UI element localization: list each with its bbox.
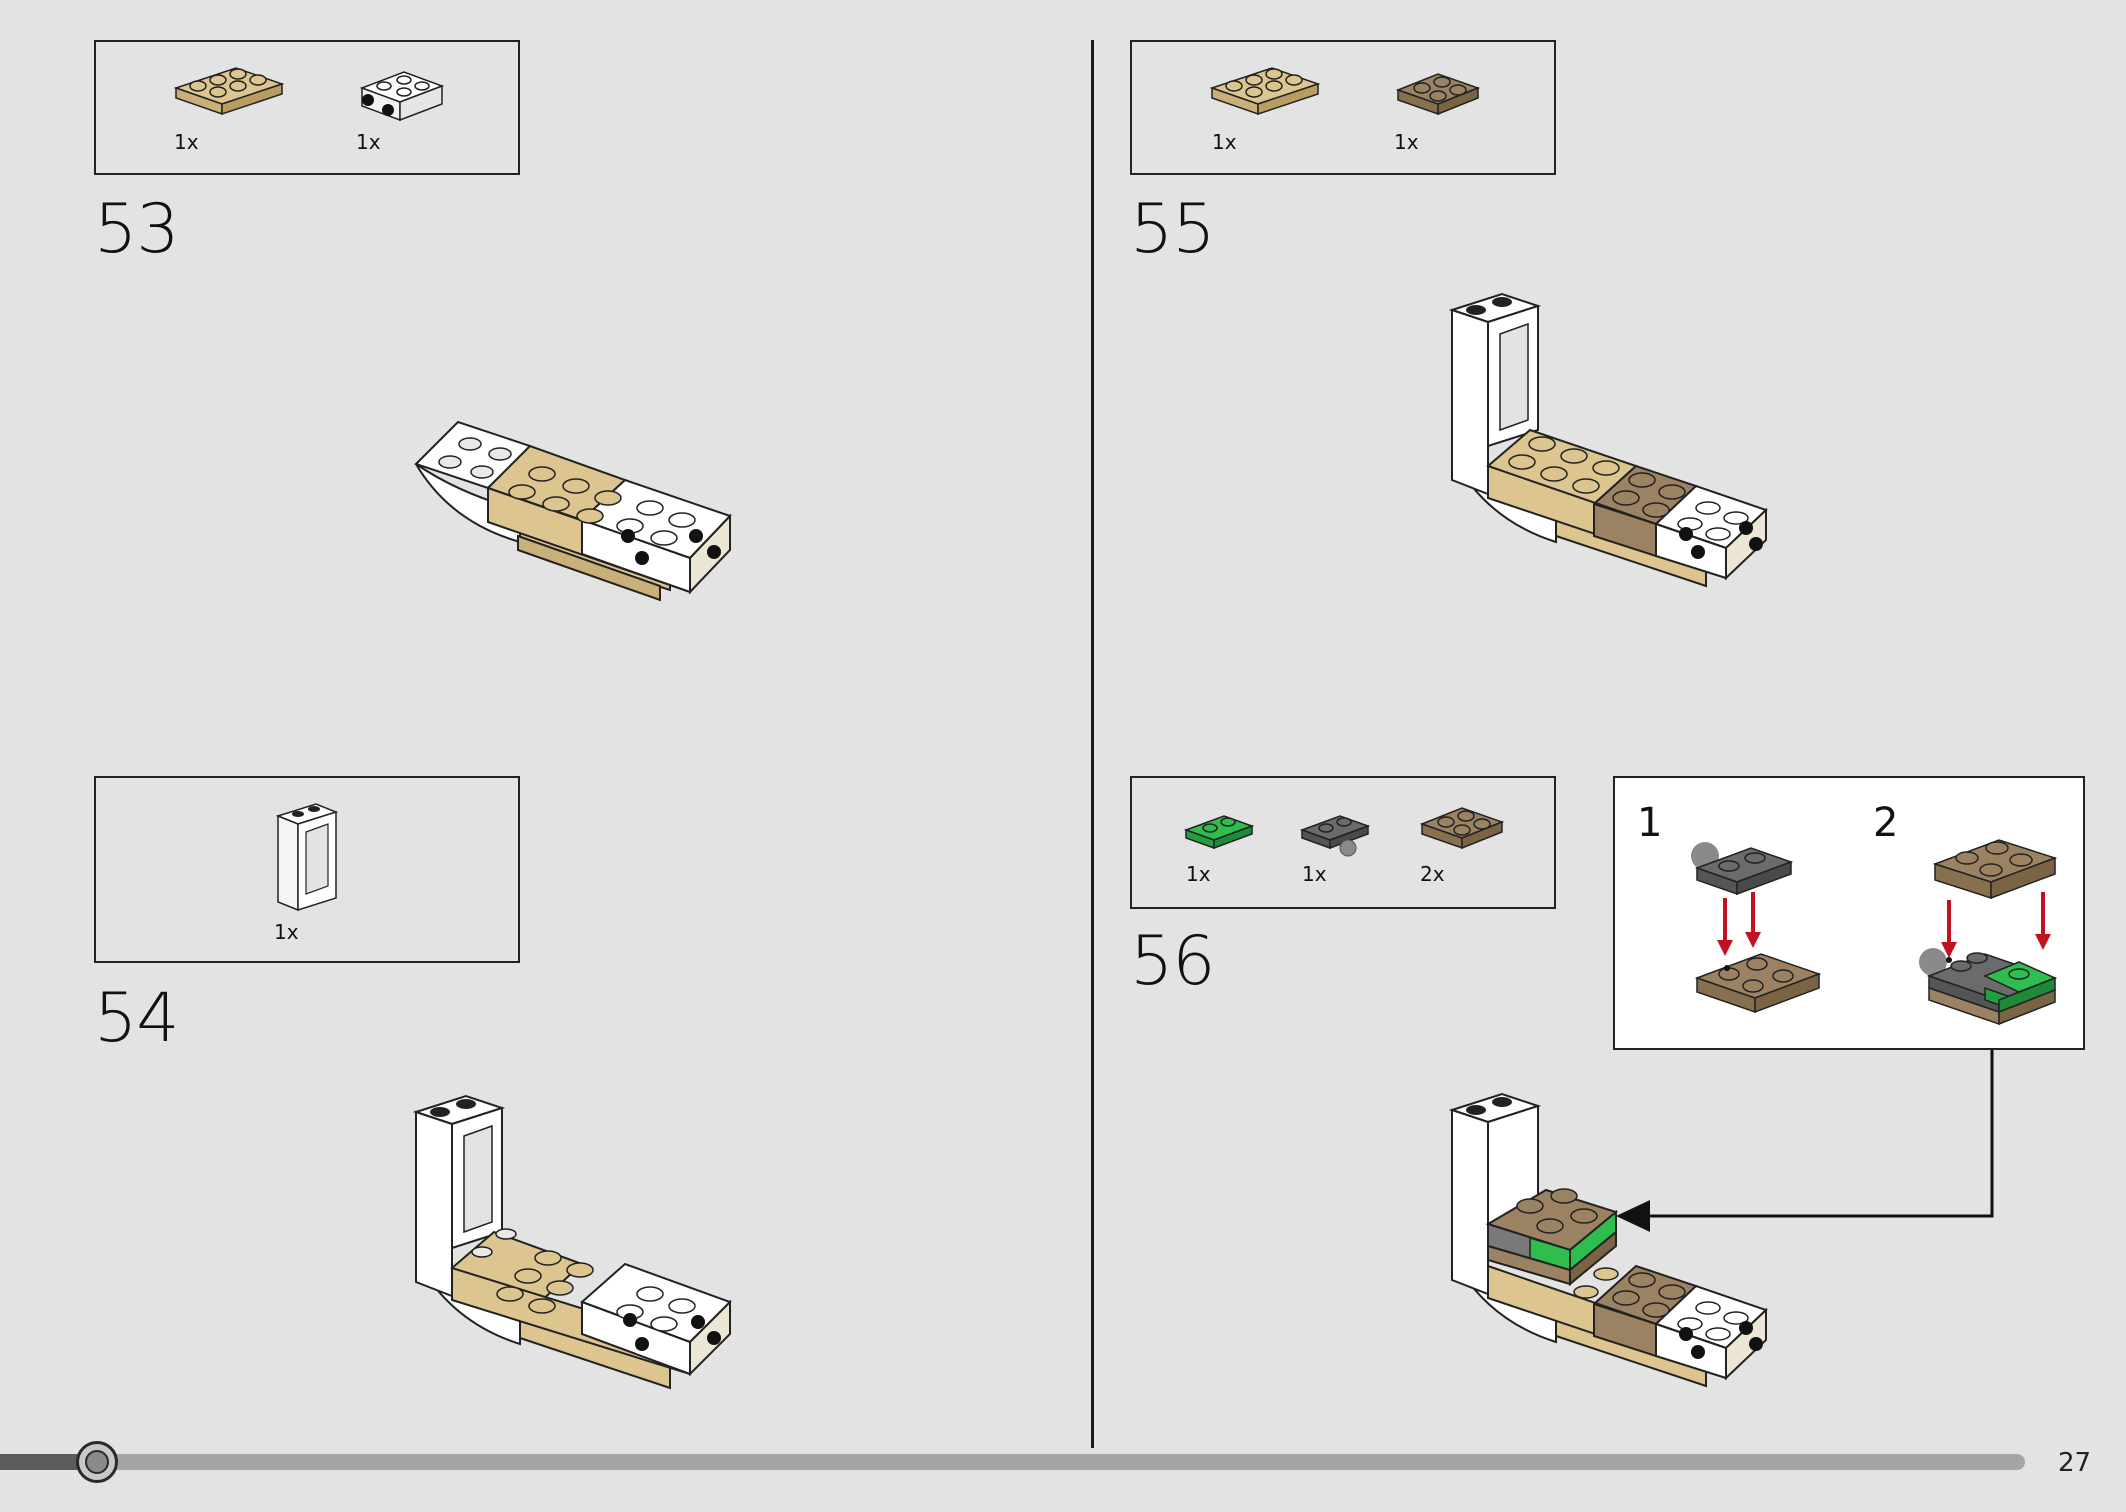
dark-gray-ball-joint-plate-icon: [1299, 815, 1371, 857]
substep-callout: 1 2: [1613, 776, 2085, 1050]
step-number-55: 55: [1130, 190, 1216, 269]
callout-pointer-arrow: [1616, 1050, 1994, 1232]
quantity-label: 1x: [1186, 862, 1211, 886]
page-number: 27: [2058, 1448, 2092, 1478]
parts-list-step-54: 1x: [94, 776, 520, 963]
page-divider: [1091, 40, 1094, 1448]
white-window-frame-icon: [275, 803, 339, 912]
quantity-label: 1x: [274, 920, 299, 944]
tan-plate-icon: [173, 67, 285, 116]
quantity-label: 2x: [1420, 862, 1445, 886]
substep-number-1: 1: [1637, 800, 1663, 846]
step-54-model: [412, 1094, 732, 1390]
dark-tan-plate-icon: [1395, 73, 1481, 116]
dark-tan-plate-icon: [1419, 807, 1505, 850]
parts-list-step-55: 1x 1x: [1130, 40, 1556, 175]
step-number-54: 54: [94, 979, 180, 1058]
parts-list-step-53: 1x 1x: [94, 40, 520, 175]
step-56-model: [1448, 1092, 1768, 1388]
progress-fill: [0, 1454, 97, 1470]
green-plate-icon: [1183, 815, 1255, 850]
tan-plate-icon: [1209, 67, 1321, 116]
step-53-model: [414, 420, 732, 602]
substep-number-2: 2: [1873, 800, 1899, 846]
quantity-label: 1x: [1302, 862, 1327, 886]
quantity-label: 1x: [174, 130, 199, 154]
step-number-56: 56: [1130, 922, 1216, 1001]
quantity-label: 1x: [1394, 130, 1419, 154]
quantity-label: 1x: [1212, 130, 1237, 154]
substep-1-illustration: [1691, 842, 1822, 1014]
progress-track[interactable]: [0, 1454, 2025, 1470]
step-55-model: [1448, 292, 1768, 588]
parts-list-step-56: 1x 1x 2x: [1130, 776, 1556, 909]
progress-knob-icon[interactable]: [76, 1441, 118, 1483]
step-number-53: 53: [94, 190, 180, 269]
quantity-label: 1x: [356, 130, 381, 154]
white-side-stud-brick-icon: [359, 71, 445, 122]
substep-2-illustration: [1919, 839, 2058, 1026]
